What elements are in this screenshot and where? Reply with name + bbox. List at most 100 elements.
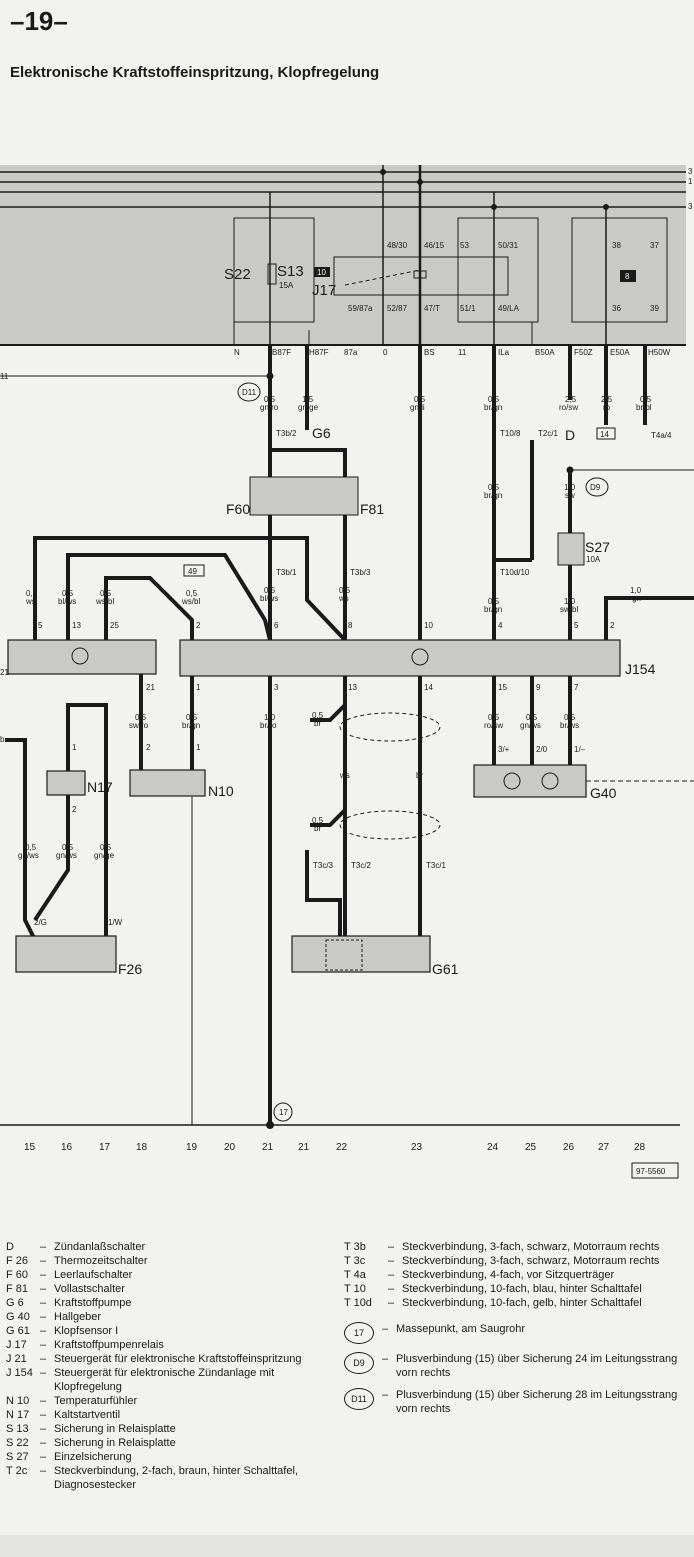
track-number: 21 — [262, 1142, 274, 1153]
j17-pin-top: 38 — [612, 241, 621, 250]
legend-item: S 13–Sicherung in Relaisplatte — [6, 1423, 176, 1435]
wire-size: 0,5 — [312, 816, 324, 825]
page-title: Elektronische Kraftstoffeinspritzung, Kl… — [10, 64, 380, 81]
wire-size: 1,0 — [564, 483, 576, 492]
footer-band — [0, 1535, 694, 1557]
j17-pin-bottom: 47/T — [424, 304, 440, 313]
panel-terminal: 87a — [344, 348, 358, 357]
legend-item: T 2c–Steckverbindung, 2-fach, braun, hin… — [6, 1465, 298, 1491]
track-number: 24 — [487, 1142, 499, 1153]
wire-size: 0,5 — [264, 586, 276, 595]
drawing-code: 97-5560 — [636, 1167, 666, 1176]
wire-size: 0,5 — [26, 589, 38, 598]
wire-color: ws — [338, 594, 349, 603]
j17-label: J17 — [312, 282, 336, 299]
track-number: 18 — [136, 1142, 148, 1153]
wire-color: br — [314, 719, 321, 728]
panel-terminal: BS — [424, 348, 435, 357]
wire-color: ws/bl — [181, 597, 200, 606]
connector-t10d10: T10d/10 — [500, 568, 530, 577]
ground-mark-icon: 17 — [344, 1322, 374, 1344]
pin-label: 5 — [38, 621, 43, 630]
pin-label: 1 — [196, 683, 201, 692]
wire-size: 1,0 — [264, 713, 276, 722]
wire-color: br/gn — [484, 491, 502, 500]
legend-item: G 6–Kraftstoffpumpe — [6, 1297, 132, 1309]
s22-label: S22 — [224, 266, 251, 283]
j17-pin-bottom: 39 — [650, 304, 659, 313]
n17-pin: 1 — [72, 743, 77, 752]
f60-f81-switch-box — [249, 476, 359, 516]
panel-edge-label: 1 — [688, 177, 693, 186]
wire-color: sw — [565, 491, 575, 500]
track-number: 22 — [336, 1142, 348, 1153]
legend-item: S 22–Sicherung in Relaisplatte — [6, 1437, 176, 1449]
n17-pin: 2 — [72, 805, 77, 814]
wire-color: ws — [339, 771, 350, 780]
legend-mark: D11–Plusverbindung (15) über Sicherung 2… — [344, 1388, 689, 1416]
legend-item: G 40–Hallgeber — [6, 1311, 102, 1323]
pin-label: 7 — [574, 683, 579, 692]
j17-pin-bottom: 49/LA — [498, 304, 520, 313]
connector-t2c1: T2c/1 — [538, 429, 559, 438]
legend-item: F 81–Vollastschalter — [6, 1283, 125, 1295]
wire-color: br/gn — [182, 721, 200, 730]
f26-pin-left: 2/G — [34, 918, 47, 927]
g40-pin: 3/+ — [498, 745, 510, 754]
s13-label: S13 — [277, 263, 304, 280]
connector-t3b2: T3b/2 — [276, 429, 297, 438]
n10-pin: 2 — [146, 743, 151, 752]
track-number: 20 — [224, 1142, 236, 1153]
pin-label: 5 — [574, 621, 579, 630]
j17-pin-top: 48/30 — [387, 241, 408, 250]
d11-mark-label: D11 — [242, 388, 257, 397]
wire-color: br — [314, 824, 321, 833]
pin-label: 15 — [498, 683, 507, 692]
wire-size: 0,5 — [100, 589, 112, 598]
wire-size: 0,5 — [564, 713, 576, 722]
wire-color: br/ro — [260, 721, 277, 730]
pin-label: 2 — [196, 621, 201, 630]
wire-size: 0,5 — [186, 589, 198, 598]
legend-item: G 61–Klopfsensor I — [6, 1325, 119, 1337]
connector-t10b: T10/8 — [500, 429, 521, 438]
wire-size: 0,5 — [312, 711, 324, 720]
wire-size: 2,5 — [565, 395, 577, 404]
track-number: 28 — [634, 1142, 646, 1153]
wire-color: sw/ro — [129, 721, 149, 730]
j154-control-unit — [179, 639, 621, 677]
wire-size: 0,5 — [488, 713, 500, 722]
wire-color: bl/ws — [58, 597, 76, 606]
wire-size: 1,0 — [630, 586, 642, 595]
pin-label: 13 — [72, 621, 81, 630]
panel-terminal: 0 — [383, 348, 388, 357]
pin-label: 25 — [110, 621, 119, 630]
panel-terminal: H50W — [648, 348, 671, 357]
wire-color: br/ws — [560, 721, 579, 730]
wire-color: sw/bl — [560, 605, 578, 614]
pin-label: 3 — [274, 683, 279, 692]
wire-color: ro/sw — [484, 721, 503, 730]
track-number: 16 — [61, 1142, 73, 1153]
legend-item: J 21–Steuergerät für elektronische Kraft… — [6, 1353, 302, 1365]
n10-temperature-sensor — [129, 769, 206, 797]
legend-item: J 17–Kraftstoffpumpenrelais — [6, 1339, 164, 1351]
wire-color: ro — [603, 403, 611, 412]
connector-t3c2: T3c/2 — [351, 861, 372, 870]
wire-color: gn/ws — [56, 851, 77, 860]
pin-label: 2 — [610, 621, 615, 630]
legend-item: T 4a–Steckverbindung, 4-fach, vor Sitzqu… — [344, 1269, 615, 1281]
legend-item: T 10d–Steckverbindung, 10-fach, gelb, hi… — [344, 1297, 642, 1309]
connector-t4a4: T4a/4 — [651, 431, 672, 440]
legend-item: T 10–Steckverbindung, 10-fach, blau, hin… — [344, 1283, 642, 1295]
f26-thermo-time-switch — [15, 935, 117, 973]
wire-size: 0,5 — [25, 843, 37, 852]
wire-size: 1,5 — [302, 395, 314, 404]
pin-label: 10 — [424, 621, 433, 630]
wire-color: br/gn — [484, 605, 502, 614]
wire-color: ws/bl — [95, 597, 114, 606]
n17-cold-start-valve — [46, 770, 86, 796]
wire-size: 0,5 — [100, 843, 112, 852]
box-14-label: 14 — [600, 430, 609, 439]
wire-size: 0,5 — [488, 395, 500, 404]
